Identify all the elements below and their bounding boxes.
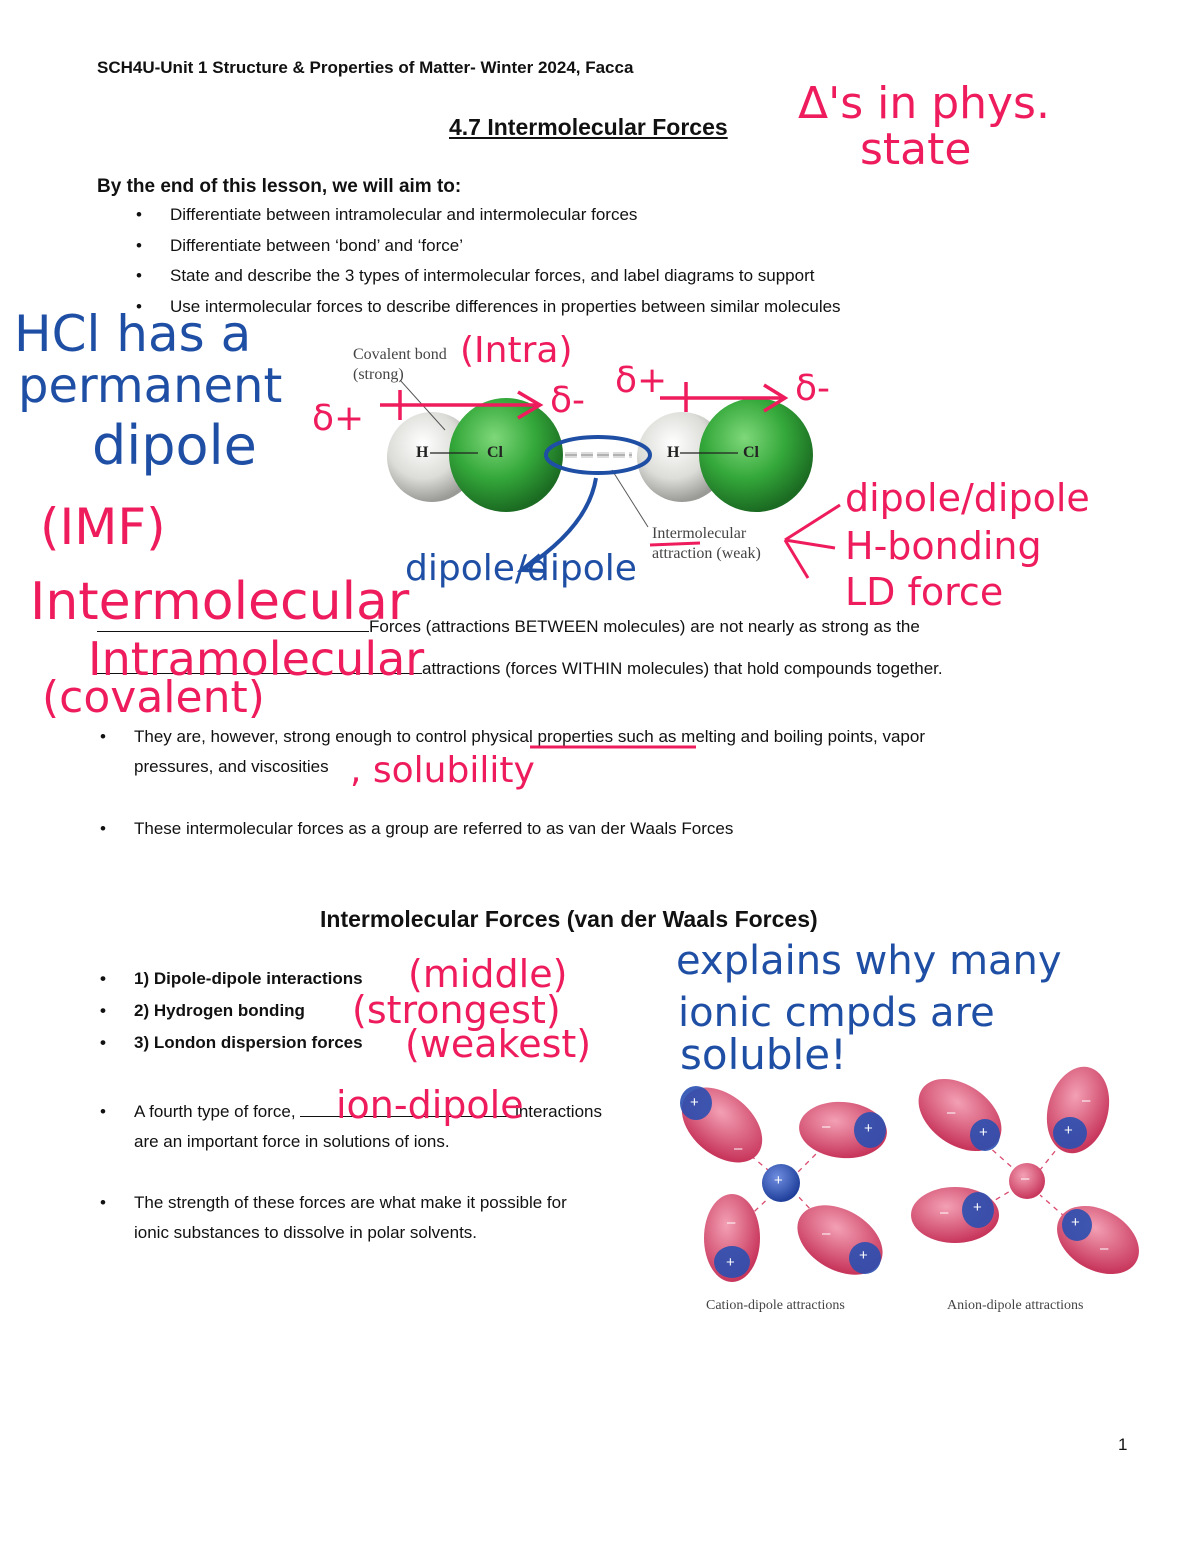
hand-solubility: , solubility: [350, 750, 535, 791]
hand-delta-minus: δ-: [795, 368, 831, 409]
hand-strongest: (strongest): [352, 988, 561, 1032]
hand-type-dipole: dipole/dipole: [845, 476, 1090, 520]
hand-phys-state-1: Δ's in phys.: [798, 78, 1050, 129]
minus-sign: –: [1100, 1240, 1109, 1257]
paragraph-intermolecular: Forces (attractions BETWEEN molecules) a…: [97, 613, 920, 637]
hand-hcl-3: dipole: [92, 414, 257, 477]
plus-sign: +: [973, 1199, 982, 1216]
hand-intramolecular: Intramolecular: [88, 632, 425, 686]
covalent-bond-strength: (strong): [353, 366, 404, 383]
lesson-title: 4.7 Intermolecular Forces: [449, 114, 728, 140]
dipole-molecule: [681, 1087, 763, 1163]
lesson-intro: By the end of this lesson, we will aim t…: [97, 176, 462, 197]
imf-list-item: •1) Dipole-dipole interactions: [100, 969, 363, 988]
imf-list-item: •3) London dispersion forces: [100, 1033, 363, 1052]
hand-dipole-dipole: dipole/dipole: [405, 548, 637, 589]
hand-intermolecular: Intermolecular: [30, 572, 410, 632]
intermolecular-strength: attraction (weak): [652, 545, 761, 562]
plus-sign: +: [864, 1120, 873, 1137]
plus-sign: +: [979, 1124, 988, 1141]
plus-sign: +: [690, 1094, 699, 1111]
document-header: SCH4U-Unit 1 Structure & Properties of M…: [97, 58, 634, 77]
plus-sign: +: [774, 1172, 783, 1189]
minus-sign: –: [947, 1104, 956, 1121]
hand-ion-dipole: ion-dipole: [336, 1083, 524, 1127]
goal-item: Differentiate between ‘bond’ and ‘force’: [130, 236, 841, 267]
minus-sign: –: [734, 1140, 743, 1157]
anion-sphere: [1009, 1163, 1045, 1199]
hand-ellipse: [544, 435, 652, 475]
bullet-fourth-type: • A fourth type of force, interactions a…: [100, 1097, 602, 1157]
dipole-molecule: [1057, 1205, 1139, 1275]
hand-phys-state-2: state: [860, 124, 972, 175]
plus-sign: +: [726, 1254, 735, 1271]
hand-middle: (middle): [408, 952, 568, 996]
hand-delta-minus: δ-: [550, 380, 586, 421]
hand-delta-plus: δ+: [615, 360, 668, 401]
hand-intra: (Intra): [460, 330, 573, 371]
atom-label-cl: Cl: [743, 444, 759, 461]
anion-dipole-caption: Anion-dipole attractions: [947, 1298, 1084, 1313]
bullet-van-der-waals: •These intermolecular forces as a group …: [100, 819, 734, 838]
hand-type-hbond: H-bonding: [845, 524, 1042, 568]
atom-label-h: H: [667, 444, 680, 461]
bullet-physical-properties: • They are, however, strong enough to co…: [100, 727, 925, 776]
hand-hcl-1: HCl has a: [14, 305, 252, 363]
anion-dipole-figure: [911, 1066, 1139, 1275]
covalent-bond-label: Covalent bond: [353, 346, 447, 363]
minus-sign: –: [940, 1204, 949, 1221]
hand-explains-2: ionic cmpds are: [678, 990, 995, 1036]
page-number: 1: [1118, 1435, 1128, 1454]
chlorine-atom-1: [449, 398, 563, 512]
cation-dipole-caption: Cation-dipole attractions: [706, 1298, 845, 1313]
imf-list-item: •2) Hydrogen bonding: [100, 1001, 305, 1020]
cation-dipole-figure: [680, 1086, 887, 1282]
dipole-molecule: [797, 1205, 883, 1275]
atom-label-cl: Cl: [487, 444, 503, 461]
atom-label-h: H: [416, 444, 429, 461]
hand-covalent: (covalent): [42, 672, 265, 723]
goal-item: Differentiate between intramolecular and…: [130, 205, 841, 236]
minus-sign: –: [822, 1225, 831, 1242]
plus-sign: +: [1071, 1214, 1080, 1231]
cation-sphere: [762, 1164, 800, 1202]
bullet-strength: • The strength of these forces are what …: [100, 1193, 567, 1242]
hand-explains-1: explains why many: [676, 938, 1062, 984]
goal-item: State and describe the 3 types of interm…: [130, 266, 841, 297]
hand-explains-3: soluble!: [680, 1030, 847, 1079]
hand-type-ld: LD force: [845, 570, 1004, 614]
section-title: Intermolecular Forces (van der Waals For…: [320, 906, 818, 932]
minus-sign: –: [727, 1214, 736, 1231]
goal-item: Use intermolecular forces to describe di…: [130, 297, 841, 328]
dipole-molecule: [918, 1078, 1002, 1152]
intermolecular-label: Intermolecular: [652, 525, 747, 542]
hand-hcl-2: permanent: [18, 358, 283, 414]
minus-sign: –: [822, 1118, 831, 1135]
chlorine-atom-2: [699, 398, 813, 512]
plus-sign: +: [859, 1247, 868, 1264]
minus-sign: –: [1021, 1170, 1030, 1187]
hand-delta-plus: δ+: [312, 398, 365, 439]
learning-goals-list: Differentiate between intramolecular and…: [130, 205, 841, 327]
paragraph-intramolecular: attractions (forces WITHIN molecules) th…: [97, 655, 943, 679]
minus-sign: –: [1082, 1092, 1091, 1109]
plus-sign: +: [1064, 1122, 1073, 1139]
hand-weakest: (weakest): [405, 1022, 592, 1066]
hand-imf: (IMF): [40, 498, 166, 556]
